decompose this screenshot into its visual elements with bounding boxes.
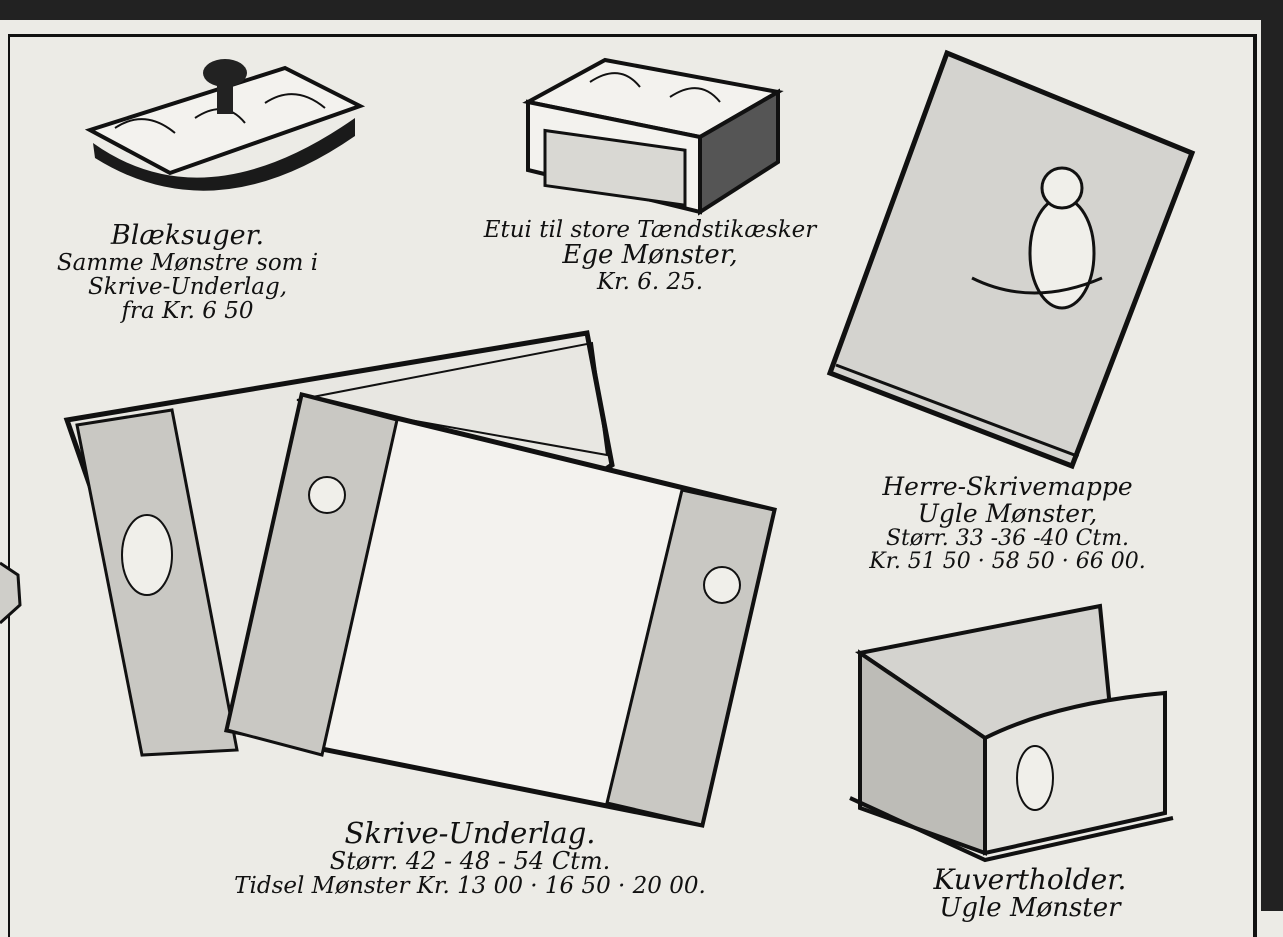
caption-price: Tidsel Mønster Kr. 13 00 · 16 50 · 20 00… (234, 873, 706, 900)
caption-price: Kr. 51 50 · 58 50 · 66 00. (869, 549, 1146, 575)
caption-title: Kuvertholder. (933, 863, 1127, 896)
caption-skrivemappe: Herre-Skrivemappe Ugle Mønster, Størr. 3… (835, 472, 1180, 575)
caption-kuvertholder: Kuvertholder. Ugle Mønster (880, 865, 1180, 922)
caption-line: Ugle Mønster (939, 892, 1121, 923)
writing-case-illustration (826, 49, 1196, 470)
caption-etui: Etui til store Tændstikæsker Ege Mønster… (455, 217, 845, 295)
caption-line: Ugle Mønster, (917, 498, 1098, 528)
caption-line: Størr. 42 - 48 - 54 Ctm. (329, 846, 611, 875)
caption-line: Ege Mønster, (562, 240, 738, 271)
caption-title: Etui til store Tændstikæsker (483, 217, 817, 243)
caption-blaeksuger: Blæksuger. Samme Mønstre som i Skrive-Un… (15, 220, 360, 325)
caption-title: Herre-Skrivemappe (882, 472, 1133, 501)
top-border (0, 0, 1283, 20)
caption-line: Størr. 33 -36 -40 Ctm. (885, 526, 1130, 551)
caption-price: Kr. 6. 25. (596, 268, 704, 295)
partial-object-left (0, 561, 22, 625)
desk-pad-illustration (63, 330, 777, 828)
caption-price: fra Kr. 6 50 (121, 298, 254, 325)
caption-title: Blæksuger. (110, 220, 265, 251)
right-border (1261, 0, 1283, 911)
blotter-illustration (85, 59, 366, 191)
caption-title: Skrive-Underlag. (344, 816, 596, 850)
caption-underlag: Skrive-Underlag. Størr. 42 - 48 - 54 Ctm… (190, 818, 750, 899)
caption-line: Samme Mønstre som i (56, 249, 319, 276)
matchbox-case-illustration (522, 57, 784, 216)
envelope-holder-illustration (849, 603, 1174, 863)
caption-line: Skrive-Underlag, (87, 273, 288, 300)
catalog-frame (8, 34, 1257, 937)
